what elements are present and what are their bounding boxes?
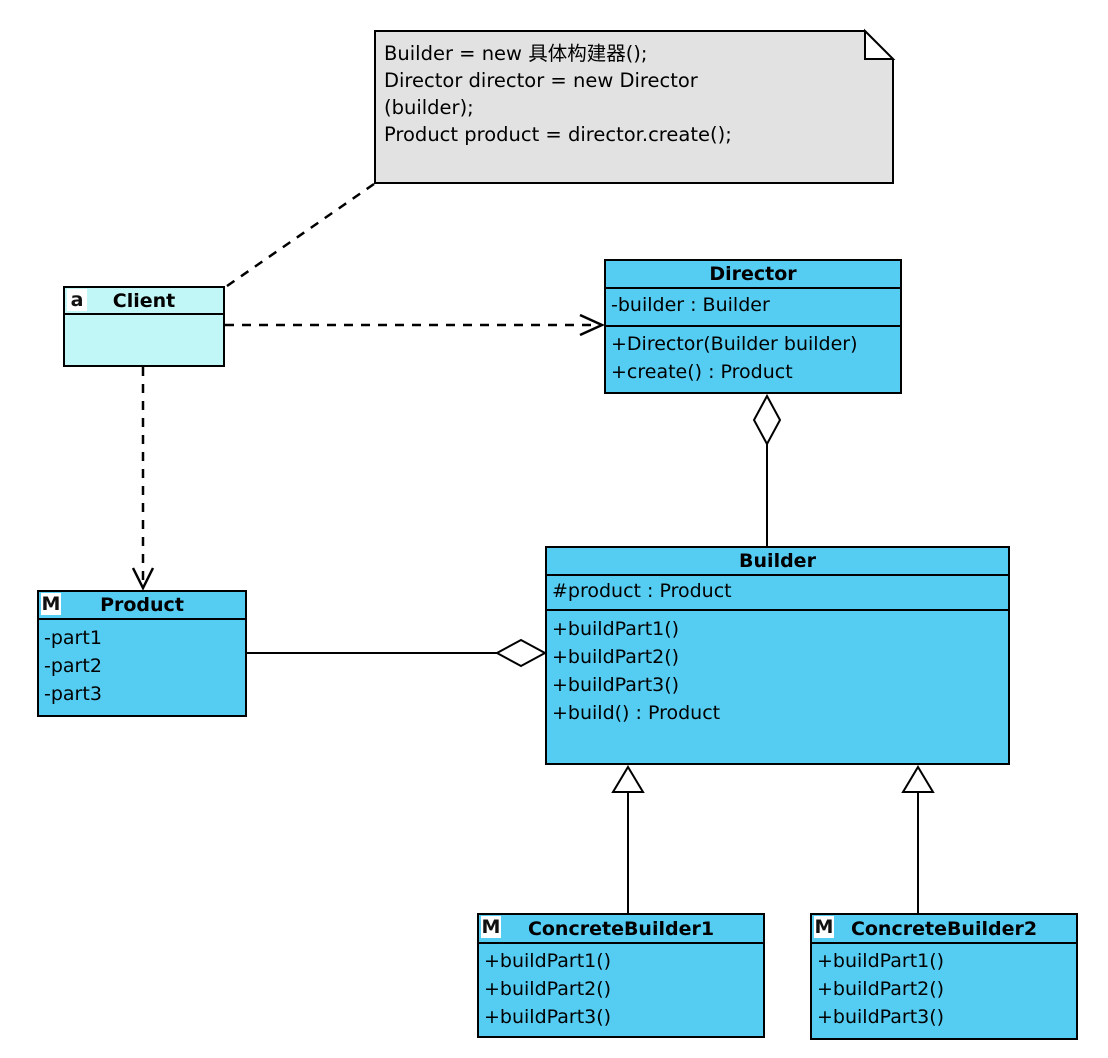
note-line: (builder);	[384, 96, 474, 119]
method-row: +buildPart3()	[484, 1006, 612, 1028]
class-name: Builder	[739, 550, 816, 572]
method-row: +buildPart1()	[484, 950, 612, 972]
attributes-section: #product : Product	[547, 576, 1008, 609]
class-product[interactable]: M Product -part1 -part2 -part3	[37, 590, 247, 717]
attribute-row: -part1	[44, 627, 102, 649]
attributes-section: -builder : Builder	[606, 289, 900, 325]
open-arrowhead-icon	[131, 567, 155, 591]
class-name: ConcreteBuilder2	[850, 917, 1038, 940]
class-concretebuilder2-header: M ConcreteBuilder2	[812, 915, 1076, 944]
note-anchor-line[interactable]	[226, 182, 375, 288]
method-row: +buildPart3()	[552, 674, 680, 696]
class-builder[interactable]: Builder #product : Product +buildPart1()…	[545, 546, 1010, 765]
method-row: +buildPart1()	[817, 950, 945, 972]
class-concretebuilder1-header: M ConcreteBuilder1	[479, 915, 763, 944]
class-builder-header: Builder	[547, 548, 1008, 576]
class-product-header: M Product	[39, 592, 245, 620]
open-arrowhead-icon	[579, 313, 606, 337]
class-concretebuilder2[interactable]: M ConcreteBuilder2 +buildPart1() +buildP…	[810, 913, 1078, 1040]
method-row: +buildPart2()	[817, 978, 945, 1000]
class-name: ConcreteBuilder1	[527, 917, 715, 940]
class-m-icon: M	[814, 916, 834, 938]
class-client-header: a Client	[65, 288, 223, 315]
methods-section: +buildPart1() +buildPart2() +buildPart3(…	[479, 944, 763, 1036]
note-shape[interactable]	[374, 28, 896, 184]
annotation-a-icon: a	[67, 289, 87, 311]
class-name: Client	[112, 289, 176, 312]
method-row: +buildPart3()	[817, 1006, 945, 1028]
method-row: +create() : Product	[611, 361, 793, 383]
generalization-concretebuilder2-builder[interactable]	[901, 765, 935, 913]
class-client-body	[65, 315, 223, 365]
dependency-client-product[interactable]	[131, 367, 155, 591]
hollow-diamond-icon	[752, 393, 782, 447]
hollow-triangle-icon	[611, 765, 645, 793]
aggregation-builder-product[interactable]	[247, 638, 548, 668]
class-m-icon: M	[481, 916, 501, 938]
method-row: +Director(Builder builder)	[611, 333, 858, 355]
class-concretebuilder1[interactable]: M ConcreteBuilder1 +buildPart1() +buildP…	[477, 913, 765, 1038]
dependency-client-director[interactable]	[225, 313, 606, 337]
method-row: +buildPart2()	[484, 978, 612, 1000]
methods-section: +Director(Builder builder) +create() : P…	[606, 325, 900, 392]
class-director[interactable]: Director -builder : Builder +Director(Bu…	[604, 259, 902, 394]
generalization-concretebuilder1-builder[interactable]	[611, 765, 645, 913]
method-row: +buildPart2()	[552, 646, 680, 668]
attribute-row: -part3	[44, 683, 102, 705]
class-name: Director	[709, 263, 797, 285]
methods-section: +buildPart1() +buildPart2() +buildPart3(…	[547, 609, 1008, 763]
aggregation-director-builder[interactable]	[752, 393, 782, 546]
method-row: +buildPart1()	[552, 618, 680, 640]
attribute-row: -builder : Builder	[611, 294, 770, 316]
code-note[interactable]: Builder = new 具体构建器(); Director director…	[384, 40, 864, 148]
class-client[interactable]: a Client	[63, 286, 225, 367]
note-line: Builder = new 具体构建器();	[384, 42, 648, 65]
method-row: +build() : Product	[552, 702, 721, 724]
note-fold-corner	[864, 28, 896, 60]
attributes-section: -part1 -part2 -part3	[39, 620, 245, 715]
hollow-triangle-icon	[901, 765, 935, 793]
hollow-diamond-icon	[494, 638, 548, 668]
class-name: Product	[100, 594, 184, 616]
note-line: Product product = director.create();	[384, 123, 732, 146]
class-director-header: Director	[606, 261, 900, 289]
attribute-row: #product : Product	[552, 580, 732, 602]
attribute-row: -part2	[44, 655, 102, 677]
methods-section: +buildPart1() +buildPart2() +buildPart3(…	[812, 944, 1076, 1038]
class-m-icon: M	[41, 593, 61, 615]
note-line: Director director = new Director	[384, 69, 698, 92]
